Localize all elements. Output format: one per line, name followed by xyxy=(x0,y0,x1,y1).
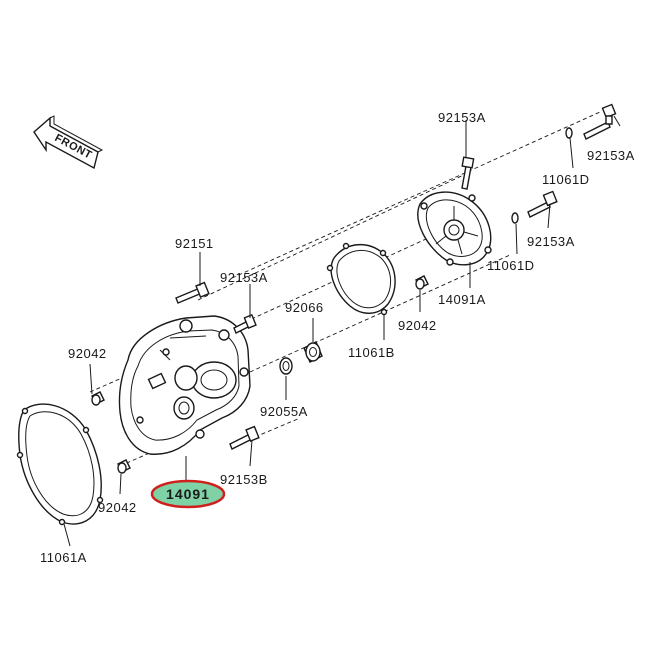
label-11061D-top: 11061D xyxy=(542,172,590,187)
dowel-92042-mid xyxy=(415,275,429,290)
cover-14091 xyxy=(118,315,251,455)
label-92151: 92151 xyxy=(175,236,214,251)
label-92042-bottom: 92042 xyxy=(98,500,137,515)
label-92153B: 92153B xyxy=(220,472,268,487)
plug-92066 xyxy=(303,341,323,363)
washer-11061D-mid xyxy=(511,212,519,224)
dowel-92042-bottom xyxy=(117,459,131,474)
label-92153A-right: 92153A xyxy=(587,148,635,163)
highlighted-part-14091[interactable]: 14091 xyxy=(150,479,226,509)
label-92055A: 92055A xyxy=(260,404,308,419)
label-11061A: 11061A xyxy=(40,550,87,565)
front-arrow-icon: FRONT xyxy=(33,115,104,170)
label-92066: 92066 xyxy=(285,300,324,315)
highlighted-part-number: 14091 xyxy=(166,486,210,502)
dowel-92042-left xyxy=(91,391,105,406)
gasket-11061A xyxy=(16,403,104,526)
label-92042-mid: 92042 xyxy=(398,318,437,333)
label-92042-left: 92042 xyxy=(68,346,107,361)
bolt-92153A-right xyxy=(583,103,617,140)
label-92153A-left: 92153A xyxy=(220,270,268,285)
cover-14091A xyxy=(417,191,492,266)
bolt-92153B xyxy=(229,425,260,450)
label-11061B: 11061B xyxy=(348,345,395,360)
label-92153A-top: 92153A xyxy=(438,110,486,125)
bolt-92153A-mid xyxy=(527,190,558,218)
bolt-92151 xyxy=(175,281,210,304)
washer-11061D-top xyxy=(565,127,573,139)
bolt-92153A-left xyxy=(233,313,257,334)
bolt-92153A-top xyxy=(461,156,475,190)
gasket-11061B xyxy=(326,242,396,316)
label-11061D-mid: 11061D xyxy=(487,258,535,273)
leader-lines xyxy=(63,115,621,547)
label-14091A: 14091A xyxy=(438,292,486,307)
oring-92055A xyxy=(279,357,293,375)
label-92153A-mid: 92153A xyxy=(527,234,575,249)
